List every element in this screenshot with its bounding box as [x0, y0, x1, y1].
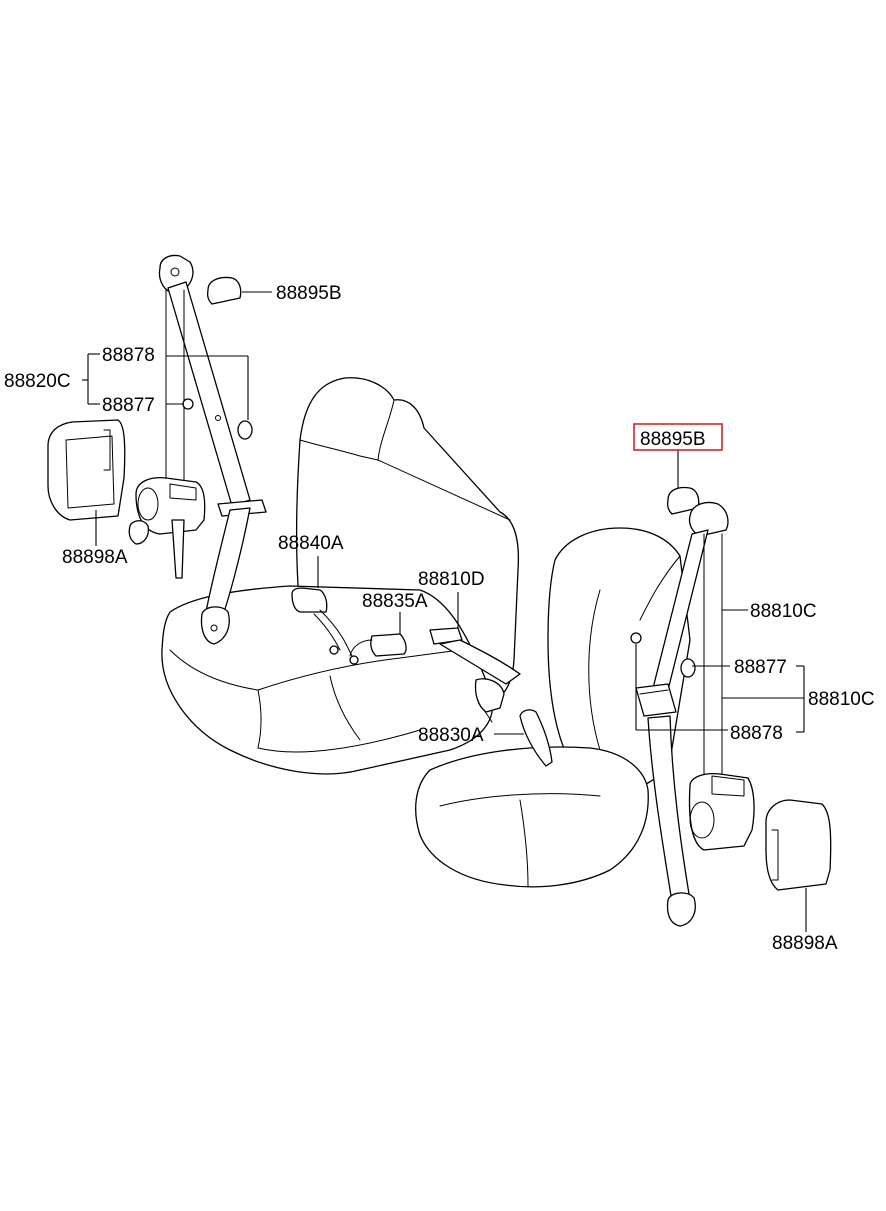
label-88898a-right[interactable]: 88898A [772, 933, 838, 954]
label-88830a[interactable]: 88830A [418, 725, 484, 746]
label-88810d[interactable]: 88810D [418, 569, 485, 590]
label-88820c[interactable]: 88820C [4, 371, 71, 392]
label-88835a[interactable]: 88835A [362, 591, 428, 612]
label-88877-right[interactable]: 88877 [734, 657, 787, 678]
label-88840a[interactable]: 88840A [278, 533, 344, 554]
label-88895b-left[interactable]: 88895B [276, 283, 342, 304]
label-88895b-right[interactable]: 88895B [640, 429, 706, 450]
label-88878-right[interactable]: 88878 [730, 723, 783, 744]
leader-lines [82, 291, 807, 932]
label-88877-left[interactable]: 88877 [102, 395, 155, 416]
highlight-box [633, 423, 723, 451]
label-88810c[interactable]: 88810C [808, 689, 875, 710]
label-88878-left[interactable]: 88878 [102, 345, 155, 366]
part-labels: 88895B 88878 88820C 88877 88898A 88840A … [4, 283, 875, 954]
left-seat-belt-assembly [47, 254, 267, 645]
center-buckles [291, 587, 553, 767]
label-88898a-left[interactable]: 88898A [62, 547, 128, 568]
right-seat-belt-assembly [630, 486, 832, 927]
rear-bench-seat [161, 377, 520, 775]
label-88810c-top[interactable]: 88810C [750, 601, 817, 622]
